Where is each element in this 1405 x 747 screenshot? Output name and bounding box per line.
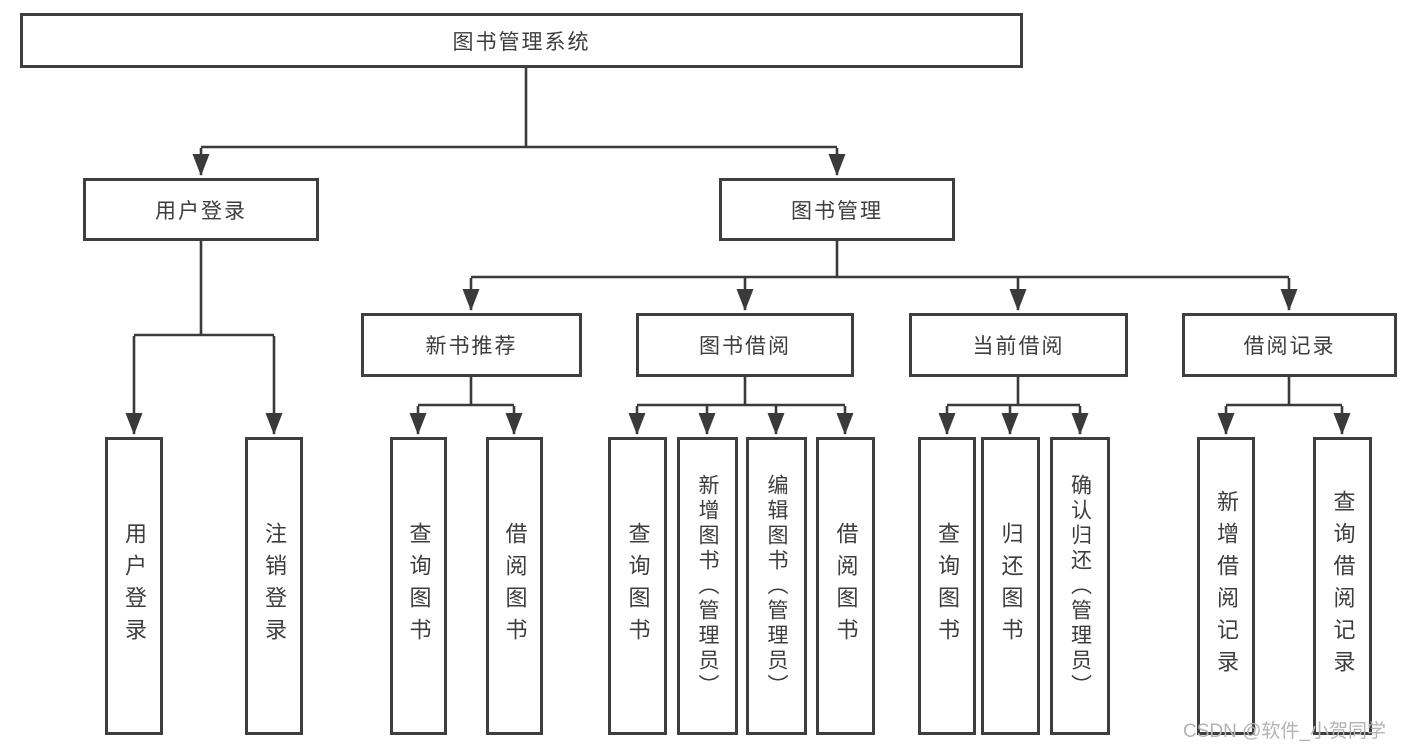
- watermark-text: CSDN @软件_小贺同学: [1183, 721, 1386, 742]
- leaf-confirm-return-admin: 确认归还（管理员）: [1050, 437, 1110, 735]
- leaf-query-books-2: 查询图书: [608, 437, 667, 735]
- connector-book-management-to-level3: [462, 241, 1298, 311]
- connector-root-to-level2: [192, 68, 846, 176]
- leaf-logout: 注销登录: [245, 437, 303, 735]
- leaf-borrow-books-2: 借阅图书: [816, 437, 875, 735]
- leaf-edit-books-admin: 编辑图书（管理员）: [746, 437, 807, 735]
- node-book-management: 图书管理: [719, 178, 955, 241]
- connector-new-book-recommend-children: [409, 377, 523, 435]
- node-book-borrowing: 图书借阅: [636, 313, 854, 377]
- node-new-book-recommend: 新书推荐: [361, 313, 582, 377]
- leaf-add-books-admin: 新增图书（管理员）: [677, 437, 738, 735]
- node-current-borrowing: 当前借阅: [909, 313, 1128, 377]
- leaf-user-login: 用户登录: [105, 437, 163, 735]
- leaf-query-borrow-record: 查询借阅记录: [1313, 437, 1372, 735]
- connector-current-borrowing-children: [938, 377, 1089, 435]
- node-root: 图书管理系统: [20, 13, 1023, 68]
- leaf-query-books-3: 查询图书: [918, 437, 976, 735]
- node-user-login: 用户登录: [83, 178, 319, 241]
- leaf-return-books: 归还图书: [981, 437, 1040, 735]
- node-borrowing-records: 借阅记录: [1182, 313, 1397, 377]
- leaf-add-borrow-record: 新增借阅记录: [1197, 437, 1255, 735]
- connector-user-login-children: [125, 241, 283, 435]
- connector-book-borrowing-children: [628, 377, 854, 435]
- leaf-query-books-1: 查询图书: [390, 437, 447, 735]
- connector-borrowing-records-children: [1217, 377, 1351, 435]
- leaf-borrow-books-1: 借阅图书: [486, 437, 543, 735]
